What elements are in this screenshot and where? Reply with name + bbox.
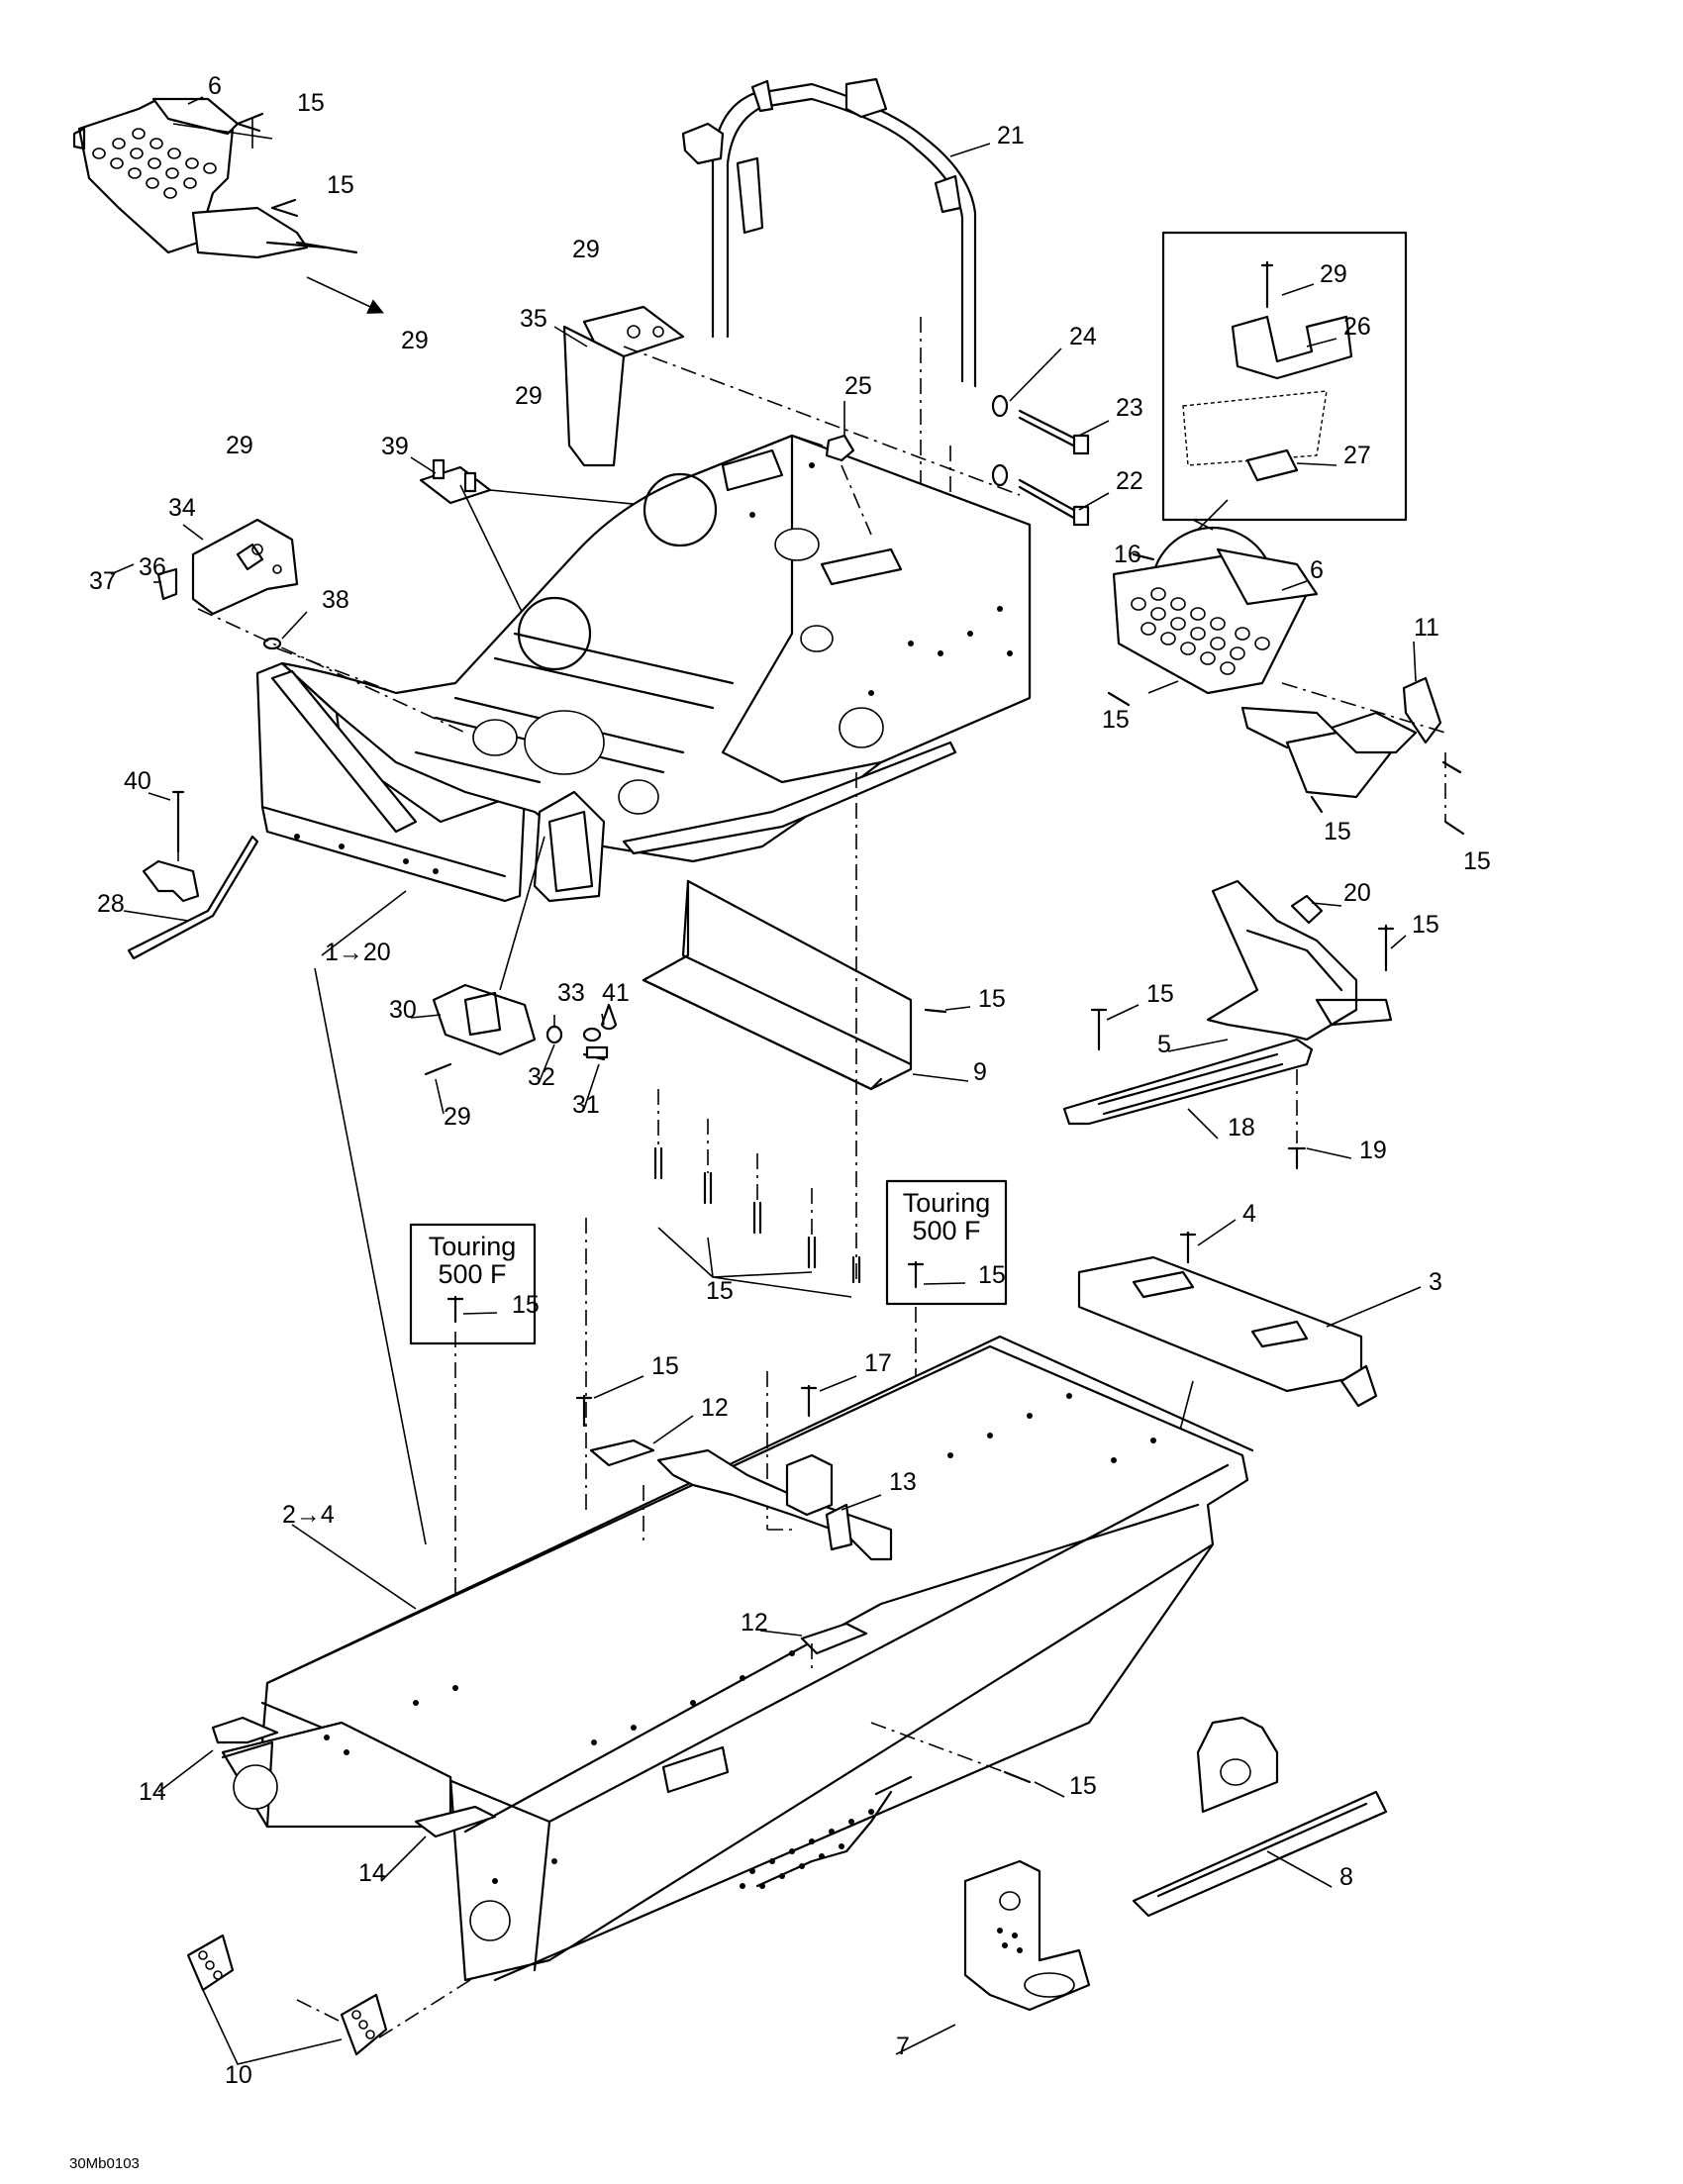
callout-c19: 19 [1359,1137,1387,1164]
callout-c15d: 15 [1324,818,1351,845]
part-40-28-cable-clip [123,790,259,960]
variant-box-left: Touring 500 F [409,1223,537,1604]
callout-c41: 41 [602,979,630,1007]
callout-c29b: 29 [1320,260,1347,288]
frame-rivet-holes [294,462,1013,874]
callout-c36: 36 [139,553,166,581]
part-3-4-plate [1077,1219,1422,1479]
callout-c3: 3 [1429,1268,1442,1296]
callout-c15h: 15 [978,985,1006,1013]
callout-c120: 1→20 [325,939,391,966]
variant-box-left-line2: 500 F [438,1259,506,1289]
rivets-15 [653,1089,861,1284]
drawing-code: 30Mb0103 [69,2155,140,2172]
callout-c32: 32 [528,1063,555,1091]
callout-c16: 16 [1114,541,1141,568]
callout-c31: 31 [572,1091,600,1119]
callout-c29e: 29 [226,432,253,459]
callout-c34: 34 [168,494,196,522]
callout-c9: 9 [973,1058,987,1086]
part-34-bracket [110,518,466,734]
callout-c37: 37 [89,567,117,595]
callout-c15g: 15 [1146,980,1174,1008]
callout-c24: 24 [1069,323,1097,350]
callout-c20: 20 [1343,879,1371,907]
part-12-rail-clips [575,1375,868,1673]
callout-c15l: 15 [651,1352,679,1380]
callout-c15i: 15 [706,1277,734,1305]
callout-c29c: 29 [401,327,429,354]
detail-inset [1161,231,1408,531]
callout-c15a: 15 [297,89,325,117]
callout-c28: 28 [97,890,125,918]
bolts-22-23-24 [991,347,1110,527]
tunnel [157,1218,1254,2040]
callout-c8: 8 [1339,1863,1353,1891]
part-21-steering-support [681,77,991,703]
callout-c27: 27 [1343,442,1371,469]
callout-c29f: 29 [444,1103,471,1131]
callout-c14b: 14 [358,1859,386,1887]
callout-c25: 25 [844,372,872,400]
callout-c15f: 15 [1412,911,1439,939]
part-8-bracket [1132,1716,1388,1918]
callout-c35: 35 [520,305,547,333]
variant-box-left-line1: Touring [429,1232,517,1261]
callout-c4: 4 [1242,1200,1256,1228]
callout-c40: 40 [124,767,151,795]
variant-box-right-line2: 500 F [912,1216,980,1245]
callout-c15b: 15 [327,171,354,199]
callout-c15j: 15 [978,1261,1006,1289]
side-grille-holes [1131,587,1270,675]
callout-c15e: 15 [1463,847,1491,875]
part-7-bracket [895,1859,1091,2055]
variant-box-right: Touring 500 F [885,1179,1008,1376]
callout-c29a: 29 [572,236,600,263]
callout-c13: 13 [889,1468,917,1496]
callout-c6b: 6 [1310,556,1324,584]
callout-c22: 22 [1116,467,1143,495]
callout-c38: 38 [322,586,349,614]
part-6-side-grille [1107,547,1465,836]
callout-c12a: 12 [701,1394,729,1422]
grille-holes [92,128,217,199]
callout-c26: 26 [1343,313,1371,341]
callout-c5: 5 [1157,1031,1171,1058]
part-5-18-crossbar [1062,879,1407,1170]
callout-c17: 17 [864,1349,892,1377]
callout-c11: 11 [1414,614,1439,642]
callout-c10: 10 [225,2061,252,2089]
part-35-bracket [553,305,1021,496]
callout-c24b: 2→4 [282,1501,335,1529]
main-frame [255,434,1276,1545]
part-25-nut [825,401,872,536]
callout-c18: 18 [1228,1114,1255,1142]
callout-c15k: 15 [512,1291,540,1319]
callout-c7: 7 [896,2033,910,2060]
part-10-plates [186,1934,388,2065]
part-6-front-grille [72,96,384,314]
variant-box-right-line1: Touring [903,1188,991,1218]
callout-c30: 30 [389,996,417,1024]
part-9-guard [642,772,971,1298]
tunnel-hole-pattern [324,1393,1156,1889]
part-30-hinge-bracket [410,836,618,1115]
callout-c33: 33 [557,979,585,1007]
callout-c23: 23 [1116,394,1143,422]
callout-c21: 21 [997,122,1025,149]
callout-c15m: 15 [1069,1772,1097,1800]
callout-c39: 39 [381,433,409,460]
callout-c12b: 12 [741,1609,768,1637]
callout-c15c: 15 [1102,706,1130,734]
callout-c29d: 29 [515,382,543,410]
part-13-bracket [656,1375,893,1561]
callout-c6a: 6 [208,72,222,100]
callout-c14a: 14 [139,1778,166,1806]
